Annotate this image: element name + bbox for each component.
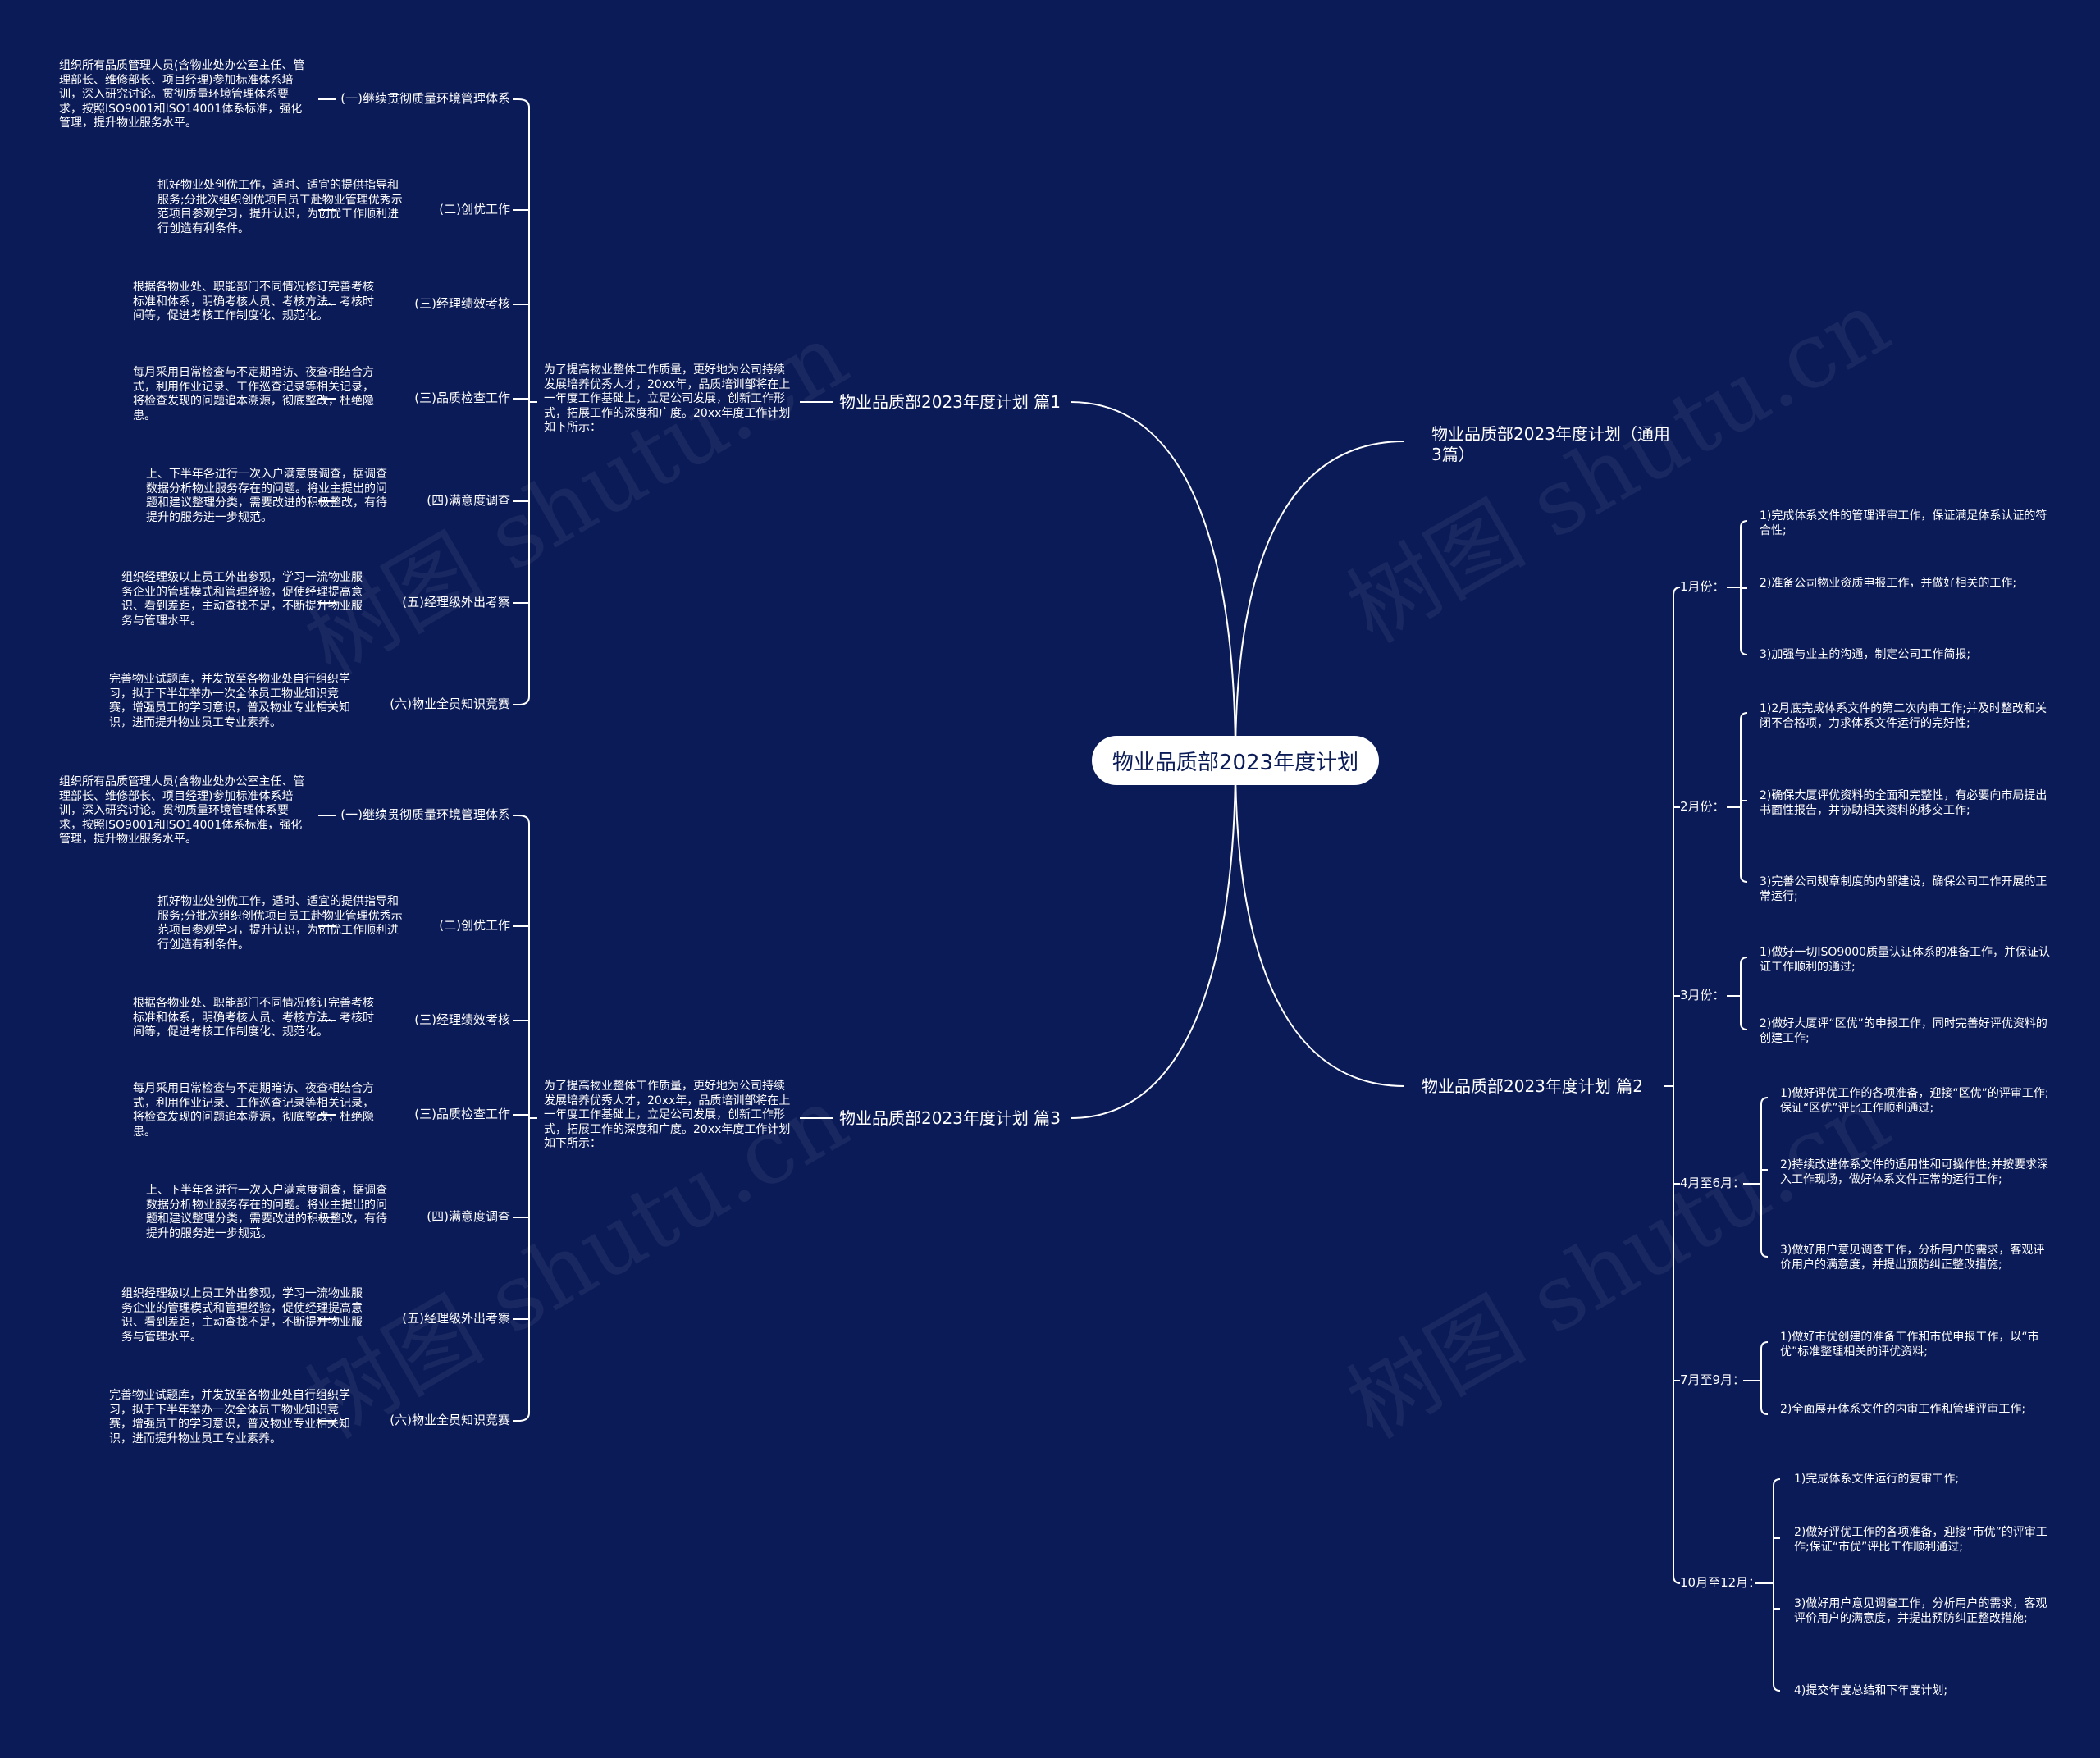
- part1-section-label[interactable]: (二)创优工作: [439, 202, 510, 217]
- month-task: 3)做好用户意见调查工作，分析用户的需求，客观评价用户的满意度，并提出预防纠正整…: [1780, 1244, 2045, 1272]
- connector-month: [1673, 1574, 1681, 1584]
- month-task: 2)做好大厦评“区优”的申报工作，同时完善好评优资料的创建工作;: [1760, 1017, 2048, 1045]
- part1-section-label[interactable]: (三)经理绩效考核: [414, 296, 510, 311]
- connector-section: [518, 98, 530, 108]
- part3-section-desc: 完善物业试题库，并发放至各物业处自行组织学习，拟于下半年举办一次全体员工物业知识…: [109, 1389, 350, 1445]
- connector-task: [1760, 1407, 1769, 1415]
- part1-section-desc: 组织所有品质管理人员(含物业处办公室主任、管理部长、维修部长、项目经理)参加标准…: [59, 59, 305, 130]
- month-task: 3)完善公司规章制度的内部建设，确保公司工作开展的正常运行;: [1760, 875, 2048, 903]
- connector-section: [518, 1412, 530, 1422]
- intro-text-part1: 为了提高物业整体工作质量，更好地为公司持续发展培养优秀人才，20xx年，品质培训…: [544, 363, 791, 434]
- connector-section: [518, 815, 530, 824]
- branch-part2[interactable]: 物业品质部2023年度计划 篇2: [1422, 1076, 1643, 1096]
- month-task: 1)完成体系文件的管理评审工作，保证满足体系认证的符合性;: [1760, 509, 2048, 537]
- month-task: 3)加强与业主的沟通，制定公司工作简报;: [1760, 648, 1971, 661]
- month-label[interactable]: 3月份：: [1680, 988, 1725, 1002]
- connector-task: [1773, 1478, 1781, 1486]
- connector-task: [1760, 1341, 1769, 1349]
- part3-section-label[interactable]: (三)品质检查工作: [414, 1107, 510, 1121]
- month-label[interactable]: 1月份：: [1680, 579, 1725, 594]
- month-task: 1)2月底完成体系文件的第二次内审工作;并及时整改和关闭不合格项，力求体系文件运…: [1760, 702, 2047, 730]
- connector-task: [1740, 712, 1748, 720]
- connector-center-part1: [1070, 401, 1236, 761]
- part1-section-label[interactable]: (一)继续贯彻质量环境管理体系: [340, 91, 510, 106]
- connector-task: [1760, 1097, 1769, 1105]
- branch-part1[interactable]: 物业品质部2023年度计划 篇1: [839, 392, 1061, 412]
- connector-task: [1740, 647, 1748, 655]
- branch-general[interactable]: 物业品质部2023年度计划（通用3篇）: [1431, 424, 1670, 464]
- connector-section: [518, 696, 530, 705]
- part1-section-label[interactable]: (三)品质检查工作: [414, 390, 510, 405]
- connector-task: [1760, 1249, 1769, 1258]
- part1-section-desc: 完善物业试题库，并发放至各物业处自行组织学习，拟于下半年举办一次全体员工物业知识…: [109, 673, 350, 729]
- connector-task: [1773, 1683, 1781, 1692]
- part1-section-label[interactable]: (六)物业全员知识竞赛: [390, 696, 510, 711]
- connector-task: [1740, 874, 1748, 883]
- connector-center-part3: [1070, 760, 1236, 1119]
- month-task: 2)持续改进体系文件的适用性和可操作性;并按要求深入工作现场，做好体系文件正常的…: [1780, 1158, 2049, 1186]
- part1-section-label[interactable]: (四)满意度调查: [427, 493, 510, 508]
- month-task: 4)提交年度总结和下年度计划;: [1794, 1684, 1948, 1697]
- month-task: 2)确保大厦评优资料的全面和完整性，有必要向市局提出书面性报告，并协助相关资料的…: [1760, 789, 2048, 817]
- part3-section-desc: 根据各物业处、职能部门不同情况修订完善考核标准和体系，明确考核人员、考核方法、考…: [133, 997, 374, 1039]
- part3-section-desc: 组织所有品质管理人员(含物业处办公室主任、管理部长、维修部长、项目经理)参加标准…: [59, 775, 305, 846]
- connector-month: [1673, 587, 1681, 596]
- center-topic[interactable]: 物业品质部2023年度计划: [1092, 736, 1379, 785]
- part1-section-desc: 抓好物业处创优工作，适时、适宜的提供指导和服务;分批次组织创优项目员工赴物业管理…: [158, 179, 403, 235]
- part3-section-label[interactable]: (五)经理级外出考察: [402, 1311, 510, 1326]
- month-task: 2)准备公司物业资质申报工作，并做好相关的工作;: [1760, 577, 2017, 590]
- month-label[interactable]: 4月至6月：: [1680, 1176, 1746, 1190]
- month-task: 1)做好评优工作的各项准备，迎接“区优”的评审工作;保证“区优”评比工作顺利通过…: [1780, 1087, 2049, 1115]
- month-task: 2)全面展开体系文件的内审工作和管理评审工作;: [1780, 1403, 2026, 1416]
- part3-section-label[interactable]: (三)经理绩效考核: [414, 1012, 510, 1027]
- month-task: 2)做好评优工作的各项准备，迎接“市优”的评审工作;保证“市优”评比工作顺利通过…: [1794, 1526, 2048, 1554]
- branch-part3[interactable]: 物业品质部2023年度计划 篇3: [839, 1108, 1061, 1128]
- part3-section-label[interactable]: (一)继续贯彻质量环境管理体系: [340, 807, 510, 822]
- part3-section-desc: 上、下半年各进行一次入户满意度调查，据调查数据分析物业服务存在的问题。将业主提出…: [146, 1184, 387, 1240]
- part3-section-desc: 组织经理级以上员工外出参观，学习一流物业服务企业的管理模式和管理经验，促使经理提…: [121, 1287, 363, 1344]
- month-label[interactable]: 2月份：: [1680, 799, 1725, 814]
- connector-task: [1740, 1022, 1748, 1030]
- part3-section-label[interactable]: (二)创优工作: [439, 918, 510, 933]
- connector-task: [1740, 957, 1748, 965]
- part1-section-desc: 每月采用日常检查与不定期暗访、夜查相结合方式，利用作业记录、工作巡查记录等相关记…: [133, 366, 374, 422]
- part3-section-label[interactable]: (六)物业全员知识竞赛: [390, 1413, 510, 1427]
- month-task: 1)做好一切ISO9000质量认证体系的准备工作，并保证认证工作顺利的通过;: [1760, 946, 2051, 974]
- month-label[interactable]: 10月至12月：: [1680, 1575, 1761, 1590]
- part1-section-desc: 组织经理级以上员工外出参观，学习一流物业服务企业的管理模式和管理经验，促使经理提…: [121, 571, 363, 628]
- part1-section-desc: 根据各物业处、职能部门不同情况修订完善考核标准和体系，明确考核人员、考核方法、考…: [133, 281, 374, 322]
- part3-section-desc: 每月采用日常检查与不定期暗访、夜查相结合方式，利用作业记录、工作巡查记录等相关记…: [133, 1082, 374, 1139]
- connector-center-part2: [1235, 760, 1405, 1087]
- connector-task: [1740, 520, 1748, 528]
- month-label[interactable]: 7月至9月：: [1680, 1372, 1746, 1387]
- part3-section-label[interactable]: (四)满意度调查: [427, 1209, 510, 1224]
- part3-section-desc: 抓好物业处创优工作，适时、适宜的提供指导和服务;分批次组织创优项目员工赴物业管理…: [158, 895, 403, 952]
- month-task: 1)完成体系文件运行的复审工作;: [1794, 1473, 1960, 1486]
- part1-section-label[interactable]: (五)经理级外出考察: [402, 595, 510, 610]
- connector-center-general: [1235, 441, 1405, 761]
- part1-section-desc: 上、下半年各进行一次入户满意度调查，据调查数据分析物业服务存在的问题。将业主提出…: [146, 468, 387, 524]
- intro-text-part3: 为了提高物业整体工作质量，更好地为公司持续发展培养优秀人才，20xx年，品质培训…: [544, 1080, 791, 1150]
- month-task: 3)做好用户意见调查工作，分析用户的需求，客观评价用户的满意度，并提出预防纠正整…: [1794, 1597, 2048, 1625]
- month-task: 1)做好市优创建的准备工作和市优申报工作，以“市优”标准整理相关的评优资料;: [1780, 1331, 2039, 1358]
